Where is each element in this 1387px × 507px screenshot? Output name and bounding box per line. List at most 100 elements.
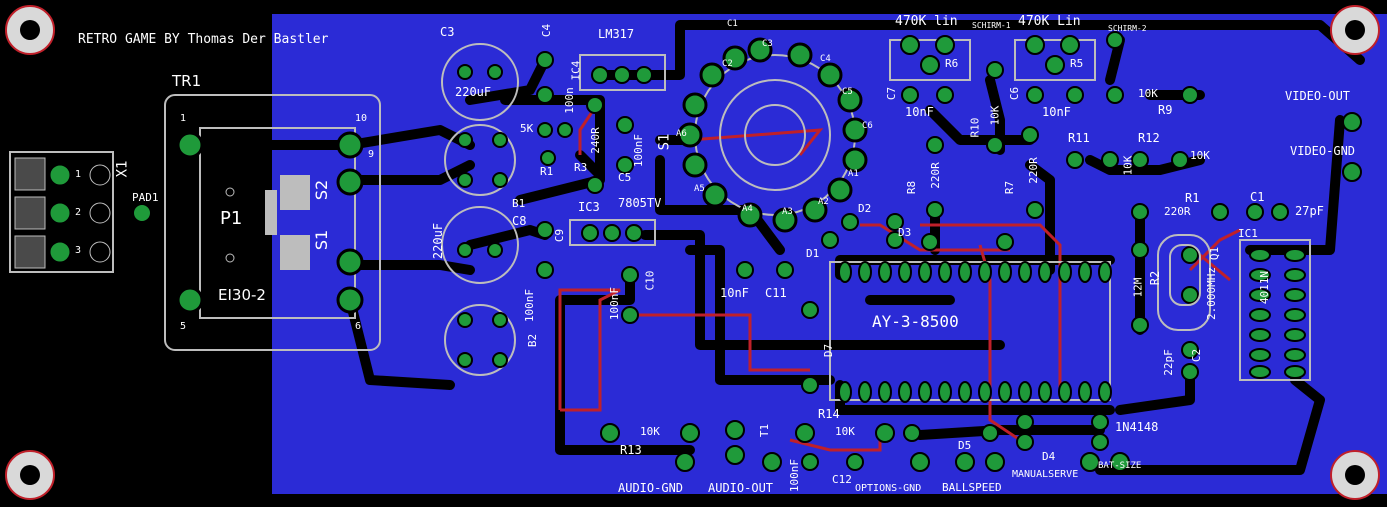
r5-value: 470K Lin (1018, 14, 1081, 29)
component-pads (132, 31, 1362, 472)
bat-size-label: BAT-SIZE (1098, 461, 1142, 471)
r10-ref: R10 (968, 117, 982, 138)
ic1-ref: IC1 (1238, 227, 1258, 240)
r8-ref: R8 (905, 180, 919, 195)
ic3-ref: IC3 (578, 200, 600, 214)
d4-ref: D4 (1042, 450, 1056, 463)
c11-ref: C11 (765, 286, 787, 300)
diode-type-label: 1N4148 (1115, 420, 1159, 434)
ic2-pins (838, 261, 1112, 403)
trimmer-ref: R1 (540, 165, 554, 178)
terminal-pin-1: 1 (75, 169, 82, 180)
t1-ref: T1 (758, 423, 772, 438)
c3-value: 220uF (455, 85, 492, 99)
rotary-pin-c1: C1 (727, 19, 738, 29)
schirm-2-label: SCHIRM-2 (1108, 24, 1147, 33)
r10-value: 10K (988, 105, 1002, 126)
rotary-switch-pads (677, 37, 868, 233)
r3-value: 240R (588, 127, 602, 154)
options-gnd-label: OPTIONS-GND (855, 483, 922, 494)
r12-ref: R12 (1138, 131, 1160, 145)
rm-value: 12M (1131, 277, 1145, 298)
audio-gnd-label: AUDIO-GND (618, 481, 684, 495)
c2-ref: C2 (1190, 348, 1204, 363)
rotary-pin-c2: C2 (722, 59, 733, 69)
trimmer-5k: 5K (520, 122, 534, 135)
b1-ref: B1 (512, 197, 526, 210)
transformer-core (225, 175, 310, 270)
r1-ref: R1 (1185, 191, 1200, 205)
mounting-holes (5, 5, 1380, 500)
r11-ref: R11 (1068, 131, 1090, 145)
ic1-pins (1249, 248, 1306, 379)
terminal-pin-2: 2 (75, 207, 82, 218)
pad1-label: PAD1 (132, 191, 159, 204)
rotary-pin-c3: C3 (762, 39, 773, 49)
c4-ref: C4 (540, 23, 554, 38)
c7-value: 10nF (905, 105, 934, 119)
ic3-value: 7805TV (618, 196, 662, 210)
c5-value: 100nF (632, 133, 646, 168)
manualserve-label: MANUALSERVE (1012, 469, 1079, 480)
r9-value: 10K (1138, 87, 1158, 100)
transformer-primary: P1 (220, 208, 243, 229)
d5-ref: D5 (958, 439, 972, 452)
r14-value: 10K (835, 425, 855, 438)
c12-value: 100nF (788, 458, 802, 493)
rotary-pin-a3: A3 (782, 207, 793, 217)
r12-value: 10K (1190, 149, 1210, 162)
r3-ref: R3 (574, 161, 588, 174)
board-title: RETRO GAME BY Thomas Der Bastler (78, 32, 329, 47)
r6-value: 470K lin (895, 14, 958, 29)
rotary-pin-a1: A1 (848, 169, 859, 179)
c9-value: 100nF (523, 288, 537, 323)
r8-value: 220R (928, 162, 942, 189)
c7-ref: C7 (885, 86, 899, 101)
r9-ref: R9 (1158, 103, 1173, 117)
r5-ref: R5 (1070, 57, 1084, 70)
terminal-block-x1 (14, 157, 111, 269)
rotary-pin-a4: A4 (742, 204, 753, 214)
crystal-value: 2.000MHz (1204, 267, 1218, 320)
c4-value: 100n (562, 87, 576, 114)
transformer-pin-5: 5 (180, 321, 187, 332)
video-gnd-label: VIDEO-GND (1290, 144, 1356, 158)
r14-ref: R14 (818, 407, 840, 421)
ic1-value: 4011N (1258, 270, 1272, 305)
rotary-pin-a2: A2 (818, 197, 829, 207)
crystal-ref: Q1 (1208, 246, 1222, 261)
audio-out-label: AUDIO-OUT (708, 481, 774, 495)
s1-ref: S1 (656, 133, 673, 151)
ic2-value: AY-3-8500 (872, 312, 959, 331)
transformer-pin-6: 6 (355, 321, 362, 332)
d3-ref: D3 (898, 226, 912, 239)
d2-ref: D2 (858, 202, 872, 215)
c3-ref: C3 (440, 25, 455, 39)
c8-ref: C8 (512, 214, 527, 228)
transformer-value: EI30-2 (218, 286, 266, 304)
rotary-pin-c6: C6 (862, 121, 873, 131)
transformer-pads (176, 131, 364, 314)
r7-ref: R7 (1003, 180, 1017, 195)
terminal-pin-3: 3 (75, 245, 82, 256)
c9-ref: C9 (553, 228, 567, 243)
video-out-label: VIDEO-OUT (1285, 89, 1351, 103)
c6-value: 10nF (1042, 105, 1071, 119)
silkscreen (9, 39, 1311, 401)
c12-ref: C12 (832, 473, 852, 486)
transformer-pin-10: 10 (355, 113, 368, 124)
ballspeed-label: BALLSPEED (942, 481, 1002, 494)
r6-ref: R6 (945, 57, 959, 70)
r11-value: 10K (1121, 155, 1135, 176)
transformer-ref: TR1 (172, 72, 202, 90)
c10-ref: C10 (643, 270, 657, 291)
rotary-pin-c4: C4 (820, 54, 831, 64)
c11-value: 10nF (720, 286, 749, 300)
r7-value: 220R (1026, 157, 1040, 184)
c8-value: 220uF (431, 222, 446, 260)
schirm-1-label: SCHIRM-1 (972, 21, 1011, 30)
c10-value: 100nF (608, 286, 622, 321)
transformer-s2: S2 (312, 179, 332, 201)
